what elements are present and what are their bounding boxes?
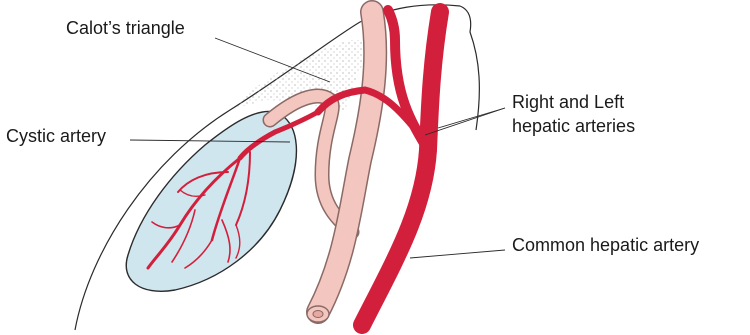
label-common-hepatic-artery: Common hepatic artery	[512, 235, 699, 255]
duct-lumen-inner	[313, 311, 323, 318]
liver-edge	[460, 6, 479, 130]
label-hepatic-arteries-line1: Right and Left	[512, 92, 624, 112]
label-hepatic-arteries-line2: hepatic arteries	[512, 116, 635, 136]
leader-common-hepatic	[410, 250, 505, 258]
label-cystic-artery: Cystic artery	[6, 126, 106, 146]
label-calots-triangle: Calot’s triangle	[66, 18, 185, 38]
leader-hepatic-2	[438, 108, 505, 128]
